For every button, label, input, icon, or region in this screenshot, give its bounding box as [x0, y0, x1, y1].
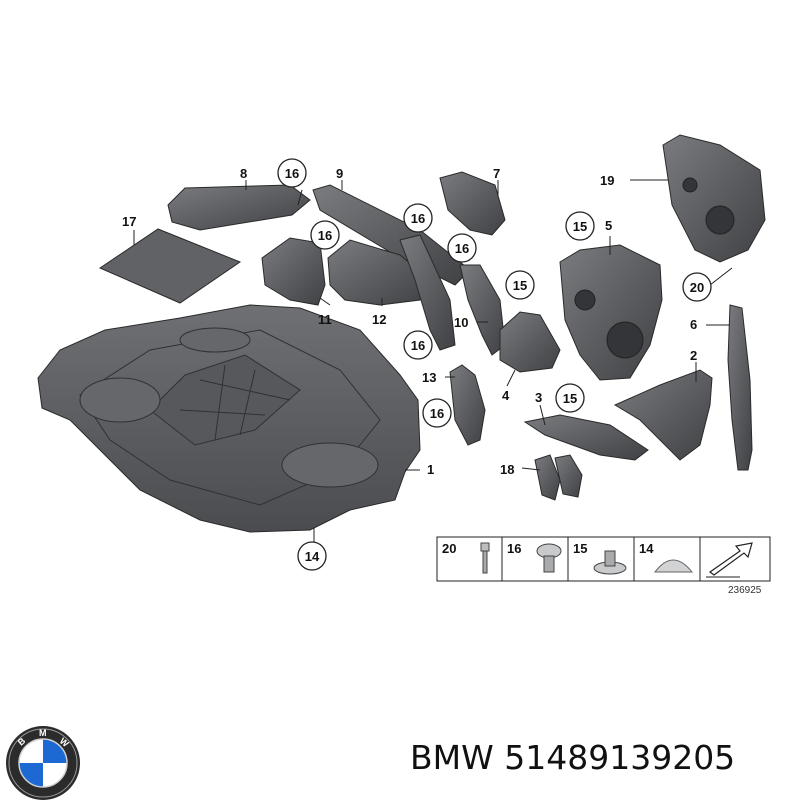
pin-rivet-icon — [480, 542, 490, 574]
callout-16-a: 16 — [285, 166, 299, 181]
legend-number-20: 20 — [442, 541, 456, 556]
part-11-wheel-arch-panel — [261, 237, 326, 306]
part-5-wheel-house-panel — [559, 244, 663, 381]
expansion-rivet-icon — [536, 543, 562, 573]
callout-4: 4 — [502, 388, 510, 403]
callout-8: 8 — [240, 166, 247, 181]
part-8-trim-panel — [167, 184, 311, 231]
spring-nut-icon — [593, 550, 627, 575]
legend-number-14: 14 — [639, 541, 654, 556]
callout-6: 6 — [690, 317, 697, 332]
callout-1: 1 — [427, 462, 434, 477]
part-number-caption: BMW 51489139205 — [410, 738, 736, 777]
direction-arrow-icon — [706, 542, 753, 578]
diagram-reference-number: 236925 — [728, 585, 762, 596]
legend-number-16: 16 — [507, 541, 521, 556]
logo-letter-m: M — [39, 728, 47, 738]
callout-20: 20 — [690, 280, 704, 295]
callout-16-d: 16 — [455, 241, 469, 256]
logo-letter-b: B — [16, 735, 28, 747]
callout-10: 10 — [454, 315, 468, 330]
part-3-cover-panel — [523, 414, 649, 461]
callout-12: 12 — [372, 312, 386, 327]
callout-3: 3 — [535, 390, 542, 405]
callout-13: 13 — [422, 370, 436, 385]
bmw-roundel-icon: B M W — [6, 726, 80, 800]
part-13-bracket — [449, 364, 486, 446]
part-12-side-panel — [327, 239, 431, 306]
callout-15-c: 15 — [563, 391, 577, 406]
part-19-rear-panel — [662, 134, 766, 263]
part-10-strip-panel — [459, 264, 506, 356]
legend-number-15: 15 — [573, 541, 587, 556]
callout-16-c: 16 — [411, 211, 425, 226]
part-1-underbody-shield — [37, 304, 421, 533]
callout-16-e: 16 — [411, 338, 425, 353]
callout-11: 11 — [318, 312, 332, 327]
circled-callouts: 16 16 16 16 15 15 20 16 16 15 14 — [277, 158, 712, 571]
callout-9: 9 — [336, 166, 343, 181]
leader-lines — [133, 179, 733, 555]
callout-15-a: 15 — [513, 278, 527, 293]
callout-15-b: 15 — [573, 219, 587, 234]
part-strip-rail — [399, 234, 456, 351]
callout-16-b: 16 — [318, 228, 332, 243]
callout-numbers: 8 9 7 17 19 5 11 12 10 6 2 13 4 3 1 18 — [122, 166, 697, 477]
part-7-bracket-panel — [439, 171, 506, 236]
callout-19: 19 — [600, 173, 614, 188]
part-4-corner-panel — [499, 311, 561, 373]
part-2-triangular-panel — [613, 369, 713, 461]
callout-14: 14 — [305, 549, 320, 564]
plug-cap-icon — [653, 559, 694, 573]
part-6-vertical-strip — [727, 304, 753, 471]
fastener-legend: 20 16 15 14 236925 — [436, 536, 771, 596]
callout-2: 2 — [690, 348, 697, 363]
part-18-bracket-set — [534, 454, 583, 501]
callout-5: 5 — [605, 218, 612, 233]
part-17-insulation-mat — [98, 228, 242, 304]
callout-18: 18 — [500, 462, 514, 477]
callout-16-f: 16 — [430, 406, 444, 421]
callout-7: 7 — [493, 166, 500, 181]
callout-17: 17 — [122, 214, 136, 229]
